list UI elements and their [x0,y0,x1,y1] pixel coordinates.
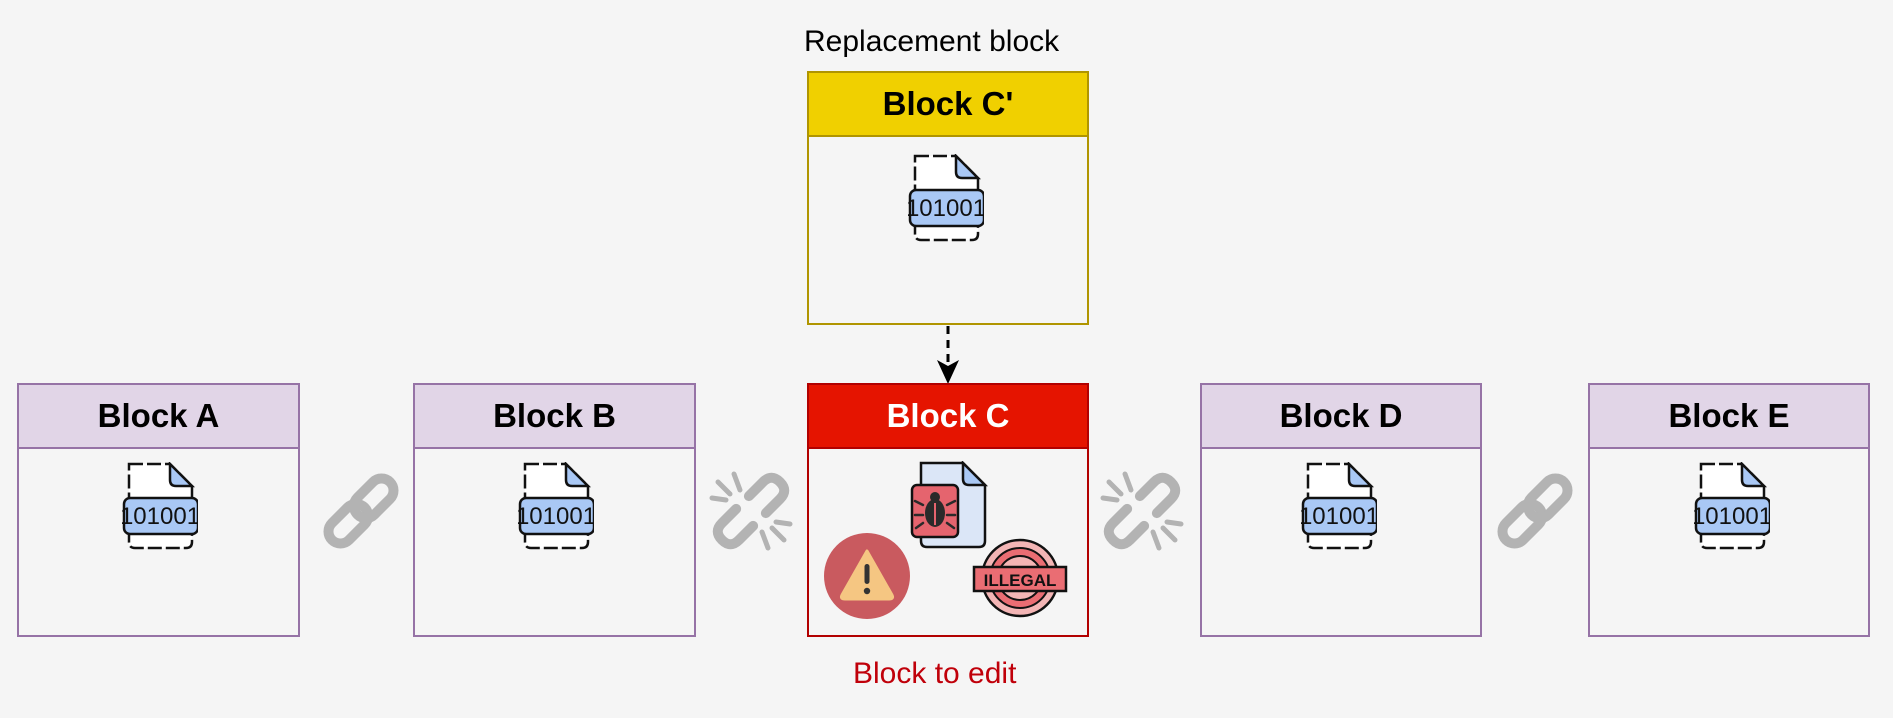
block-d-title: Block D [1202,385,1480,449]
block-c-title: Block C [809,385,1087,449]
binary-file-text: 101001 [122,503,198,530]
chain-link-icon [316,466,406,556]
block-e-title: Block E [1590,385,1868,449]
binary-file-icon: 101001 [908,154,984,242]
replacement-caption: Replacement block [804,25,1060,58]
binary-file-text: 101001 [518,503,594,530]
block-c-prime-title: Block C' [809,73,1087,137]
block-b-title: Block B [415,385,694,449]
edit-caption: Block to edit [853,657,1017,690]
binary-file-icon: 101001 [518,462,594,550]
block-a-title: Block A [19,385,298,449]
replace-arrow [937,326,959,384]
broken-link-icon [706,466,796,556]
binary-file-text: 101001 [1694,503,1770,530]
binary-file-text: 101001 [908,195,984,222]
illegal-stamp-text: ILLEGAL [984,571,1057,590]
broken-link-icon [1097,466,1187,556]
binary-file-icon: 101001 [122,462,198,550]
binary-file-text: 101001 [1301,503,1377,530]
binary-file-icon: 101001 [1694,462,1770,550]
malware-file-icon [910,461,989,549]
binary-file-icon: 101001 [1301,462,1377,550]
block-c-prime[interactable]: Block C' [807,71,1089,325]
chain-link-icon [1490,466,1580,556]
illegal-stamp-icon: ILLEGAL [972,538,1068,618]
warning-icon [824,533,910,619]
